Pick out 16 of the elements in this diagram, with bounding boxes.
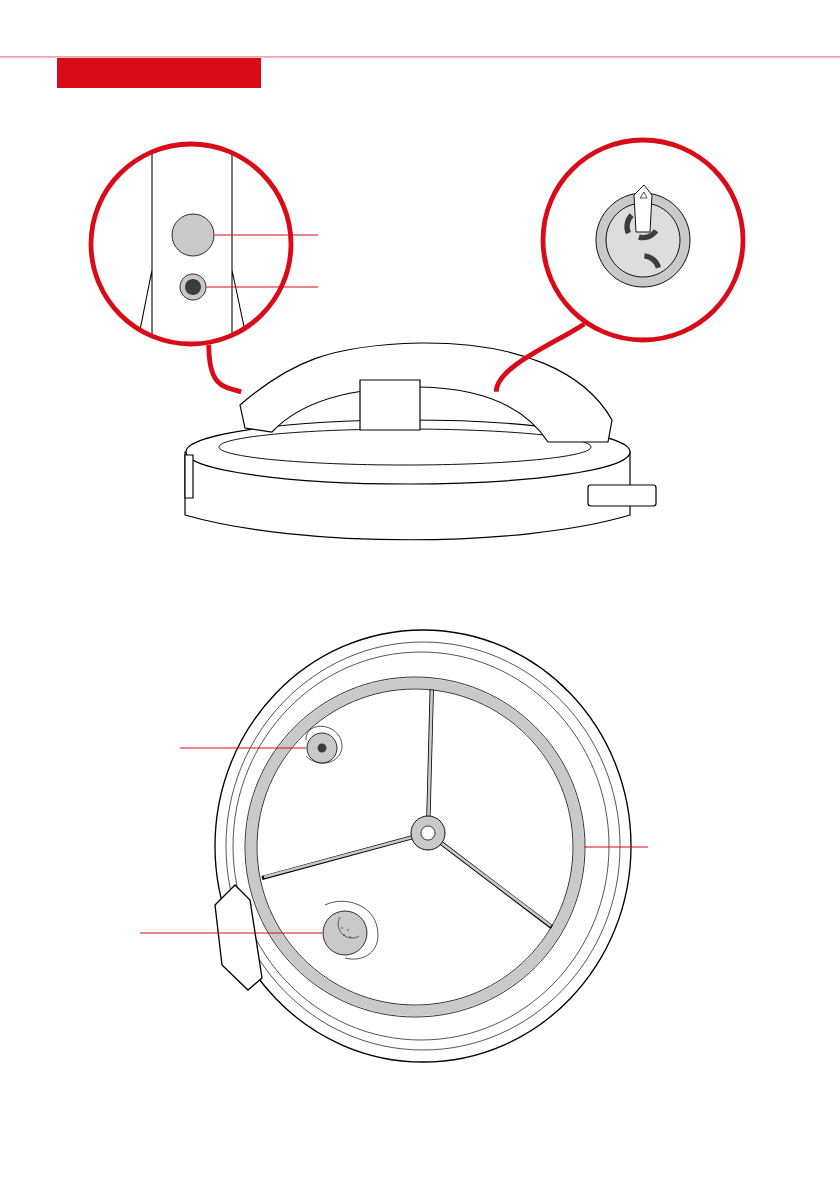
- valve-button: [171, 213, 215, 257]
- connector-line: [493, 321, 586, 393]
- leader-line: [139, 932, 324, 934]
- magnifier-circle: [88, 141, 294, 347]
- lid-underside-drawing: [214, 629, 632, 1063]
- valve: [306, 732, 338, 764]
- leader-line: [179, 747, 308, 749]
- leader-line: [205, 286, 319, 288]
- lid-drawing: [184, 342, 657, 541]
- hole: [179, 273, 207, 301]
- leader-line: [583, 846, 649, 848]
- valve-cap: [322, 910, 368, 956]
- leader-line: [213, 234, 319, 236]
- magnifier-circle: [540, 137, 746, 343]
- sealing-ring: [244, 676, 586, 1018]
- connector-line: [206, 344, 242, 395]
